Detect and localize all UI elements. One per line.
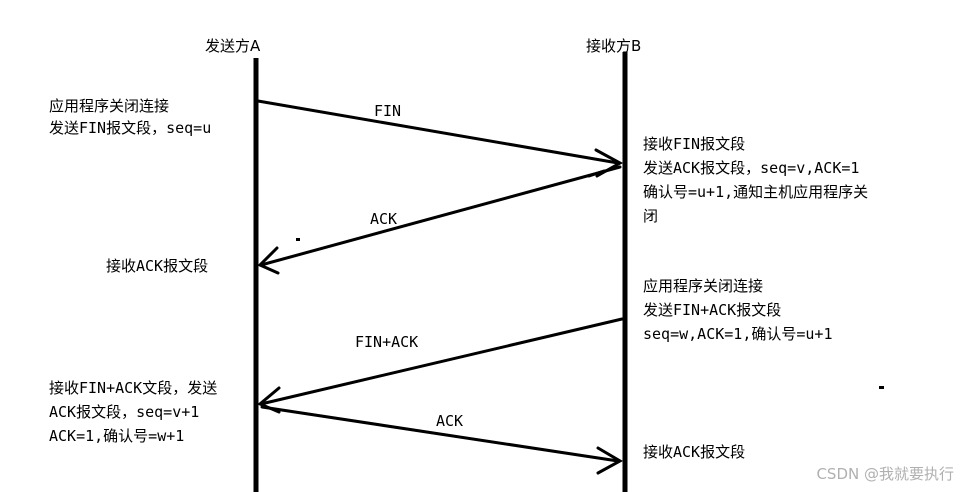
ack-label-2: ACK (436, 412, 464, 430)
sender-recv-fin-ack-line1: 接收FIN+ACK文段，发送 (49, 379, 218, 397)
receiver-close-app-line3: seq=w,ACK=1,确认号=u+1 (643, 325, 833, 343)
fin-label: FIN (374, 102, 402, 120)
watermark: CSDN @我就要执行 (816, 465, 954, 483)
fin-arrow (256, 99, 624, 178)
ack-arrow-2 (260, 405, 624, 475)
ack-arrow-1 (257, 165, 622, 275)
receiver-recv-fin-line1: 接收FIN报文段 (643, 135, 746, 153)
sender-recv-fin-ack-line2: ACK报文段，seq=v+1 (49, 403, 200, 421)
sender-close-app-line2: 发送FIN报文段，seq=u (49, 119, 212, 137)
sender-title: 发送方A (205, 37, 261, 55)
fin-ack-arrow (257, 317, 624, 414)
fin-ack-label: FIN+ACK (355, 333, 419, 351)
stray-mark (296, 238, 300, 241)
receiver-recv-ack-line1: 接收ACK报文段 (643, 443, 746, 461)
receiver-recv-fin-line4: 闭 (643, 207, 659, 225)
receiver-close-app-line1: 应用程序关闭连接 (643, 277, 764, 295)
receiver-recv-fin-line2: 发送ACK报文段，seq=v,ACK=1 (643, 159, 860, 177)
sender-recv-ack-line1: 接收ACK报文段 (106, 257, 209, 275)
receiver-close-app-line2: 发送FIN+ACK报文段 (643, 301, 782, 319)
receiver-recv-fin-line3: 确认号=u+1,通知主机应用程序关 (643, 183, 869, 201)
stray-mark (879, 386, 884, 389)
sender-close-app-line1: 应用程序关闭连接 (49, 97, 170, 115)
ack-label-1: ACK (370, 210, 398, 228)
receiver-title: 接收方B (586, 37, 642, 55)
sender-recv-fin-ack-line3: ACK=1,确认号=w+1 (49, 427, 185, 445)
